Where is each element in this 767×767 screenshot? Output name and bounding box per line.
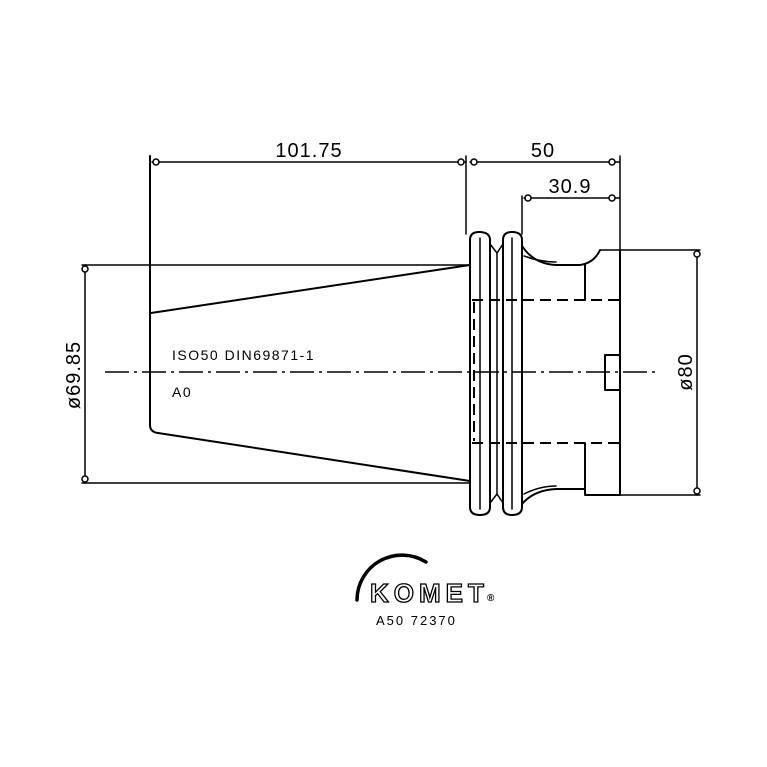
dimension-taper-diameter: ø69.85 <box>63 264 471 484</box>
dimension-flange-diameter: ø80 <box>599 249 701 496</box>
flange <box>469 231 523 516</box>
neck-bottom-profile <box>521 488 621 505</box>
dimension-label-neck-length: 30.9 <box>549 176 592 198</box>
dimension-body-length: 50 <box>469 140 620 166</box>
v-groove-top <box>489 243 504 255</box>
dimension-end-marker <box>81 475 89 483</box>
dimension-end-marker <box>152 158 160 166</box>
dimension-label-body-length: 50 <box>531 140 555 162</box>
flange-left-ring <box>469 231 491 516</box>
dimension-end-marker <box>470 158 478 166</box>
standard-note: ISO50 DIN69871-1 <box>172 347 315 363</box>
dimension-label-flange-diameter: ø80 <box>675 353 697 390</box>
neck-top-profile <box>521 245 601 266</box>
flange-right-ring <box>502 231 523 516</box>
taper-bottom-line <box>157 432 471 482</box>
taper-left-edge <box>149 155 159 434</box>
dimension-label-taper-length: 101.75 <box>275 140 342 162</box>
dimension-end-marker <box>81 265 89 273</box>
logo-brand-text: KOMET <box>370 578 489 608</box>
part-number: A50 72370 <box>376 613 457 628</box>
dimension-end-marker <box>693 487 701 495</box>
dimension-end-marker <box>693 250 701 258</box>
dimension-neck-length: 30.9 <box>523 176 620 202</box>
komet-logo: KOMET ® <box>355 553 495 609</box>
dimension-end-marker <box>608 158 616 166</box>
dimension-taper-length: 101.75 <box>151 140 467 166</box>
v-groove-bottom <box>489 492 504 504</box>
taper-top-line <box>150 264 471 314</box>
taper-outline <box>149 155 471 482</box>
logo-arc <box>355 553 428 602</box>
dimension-label-taper-diameter: ø69.85 <box>63 341 85 409</box>
neck-top-inner-profile <box>523 255 557 263</box>
neck-bottom-inner-profile <box>523 485 557 495</box>
form-note: A0 <box>172 384 192 400</box>
body <box>521 245 621 505</box>
dimension-end-marker <box>524 194 532 202</box>
logo-registered-mark: ® <box>487 593 495 604</box>
dimension-end-marker <box>457 158 465 166</box>
dimension-end-marker <box>608 194 616 202</box>
